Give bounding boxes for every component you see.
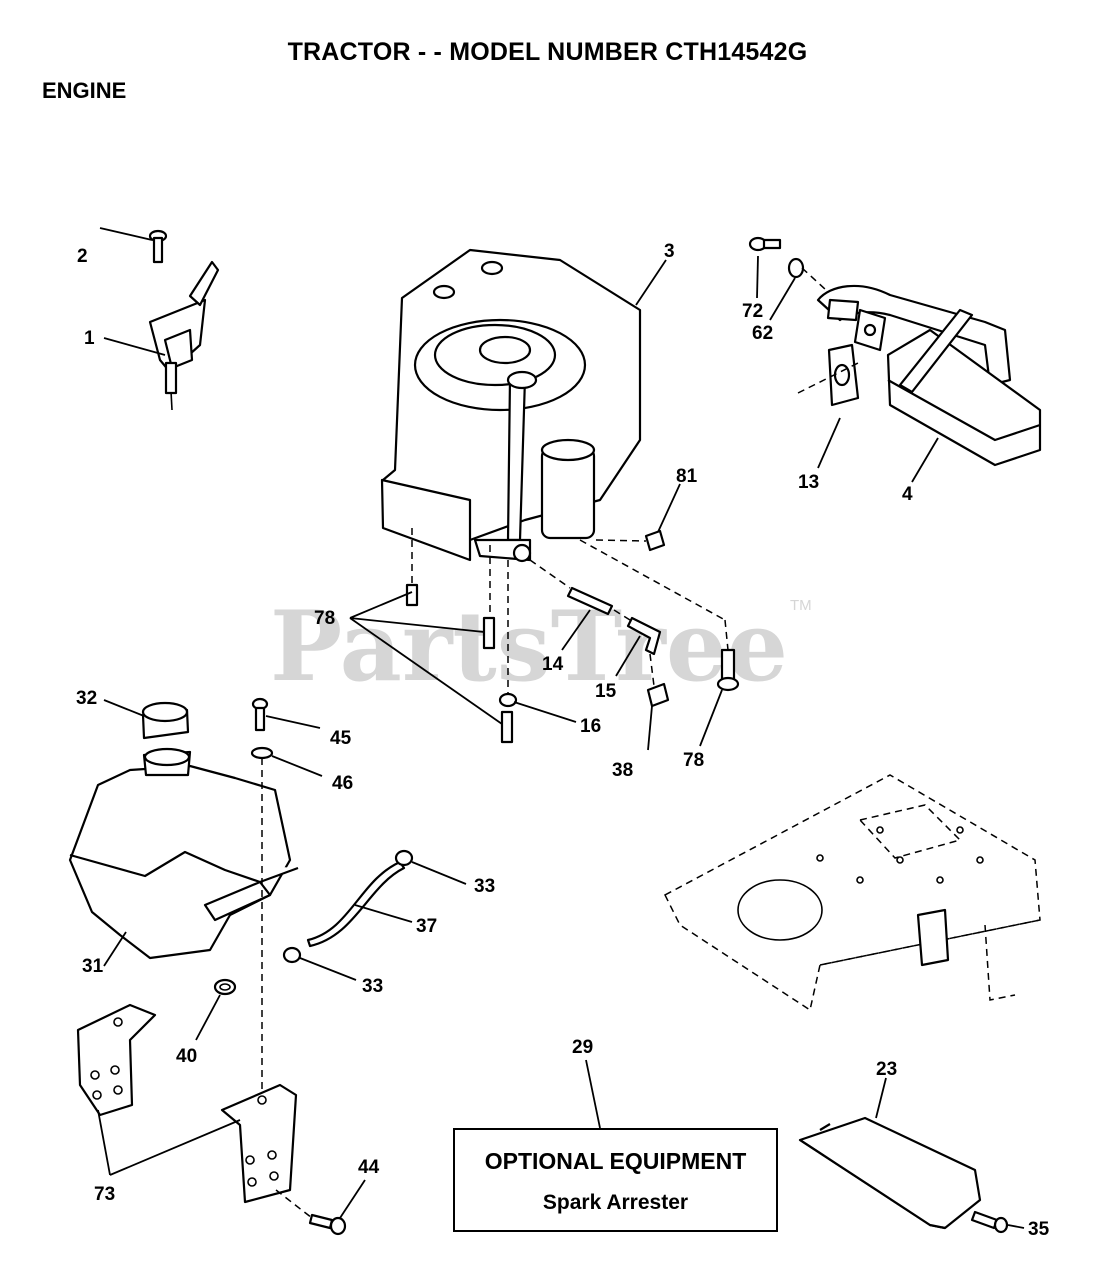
callout-1: 1 <box>84 328 95 349</box>
callout-14: 14 <box>542 654 564 675</box>
callout-4: 4 <box>902 484 913 505</box>
trademark-mark: TM <box>790 597 812 614</box>
screw-44-part[interactable] <box>308 1213 347 1236</box>
hose-37-part[interactable] <box>306 860 406 948</box>
gasket-13-part[interactable] <box>826 298 860 407</box>
callout-73: 73 <box>94 1184 115 1205</box>
bolt-78-part[interactable] <box>405 583 740 744</box>
callout-15: 15 <box>595 681 617 702</box>
section-heading: ENGINE <box>42 78 127 103</box>
callout-33a: 33 <box>474 876 495 897</box>
washer-46-part[interactable] <box>250 746 274 760</box>
screw-45-part[interactable] <box>251 697 269 732</box>
throttle-control-part[interactable] <box>148 260 220 411</box>
nut-81-part[interactable] <box>644 529 666 552</box>
spark-arrester-23-part[interactable] <box>798 1116 982 1230</box>
optional-equipment-heading: OPTIONAL EQUIPMENT <box>484 1148 747 1174</box>
washer-62-part[interactable] <box>787 257 805 279</box>
pipe-14-part[interactable] <box>566 586 614 616</box>
callout-35: 35 <box>1028 1219 1050 1240</box>
tractor-frame-part[interactable] <box>664 774 1041 1012</box>
bracket-73-part[interactable] <box>76 1003 298 1204</box>
callout-62: 62 <box>752 323 773 344</box>
clamp-33-part[interactable] <box>282 849 414 964</box>
bolt-72-part[interactable] <box>748 236 782 252</box>
callout-72: 72 <box>742 301 763 322</box>
callout-40: 40 <box>176 1046 197 1067</box>
callout-81: 81 <box>676 466 698 487</box>
callout-38: 38 <box>612 760 633 781</box>
diagram-title: TRACTOR - - MODEL NUMBER CTH14542G <box>287 38 808 66</box>
callout-29: 29 <box>572 1037 593 1058</box>
engine-part[interactable] <box>380 248 642 563</box>
screw-2-part[interactable] <box>148 229 168 264</box>
watermark: PartsTree <box>270 590 788 703</box>
grommet-40-part[interactable] <box>213 978 237 996</box>
callout-16: 16 <box>580 716 601 737</box>
callout-46: 46 <box>332 773 353 794</box>
fuel-tank-31-part[interactable] <box>68 747 299 960</box>
callout-37: 37 <box>416 916 437 937</box>
callout-44: 44 <box>358 1157 380 1178</box>
callout-23: 23 <box>876 1059 897 1080</box>
spark-arrester-label[interactable]: Spark Arrester <box>542 1191 689 1214</box>
optional-equipment-box: OPTIONAL EQUIPMENT Spark Arrester <box>453 1128 778 1232</box>
callout-45: 45 <box>330 728 352 749</box>
muffler-part[interactable] <box>816 284 1042 467</box>
callout-78b: 78 <box>683 750 704 771</box>
fuel-cap-32-part[interactable] <box>141 701 190 740</box>
callout-31: 31 <box>82 956 104 977</box>
washer-16-part[interactable] <box>498 692 518 708</box>
callout-32: 32 <box>76 688 97 709</box>
callout-13: 13 <box>798 472 819 493</box>
screw-35-part[interactable] <box>970 1210 1009 1234</box>
leader-lines <box>97 227 1025 1229</box>
callout-2: 2 <box>77 246 88 267</box>
callout-3: 3 <box>664 241 675 262</box>
elbow-15-part[interactable] <box>626 616 662 656</box>
callout-78a: 78 <box>314 608 335 629</box>
callout-33b: 33 <box>362 976 383 997</box>
nut-38-part[interactable] <box>646 682 670 708</box>
